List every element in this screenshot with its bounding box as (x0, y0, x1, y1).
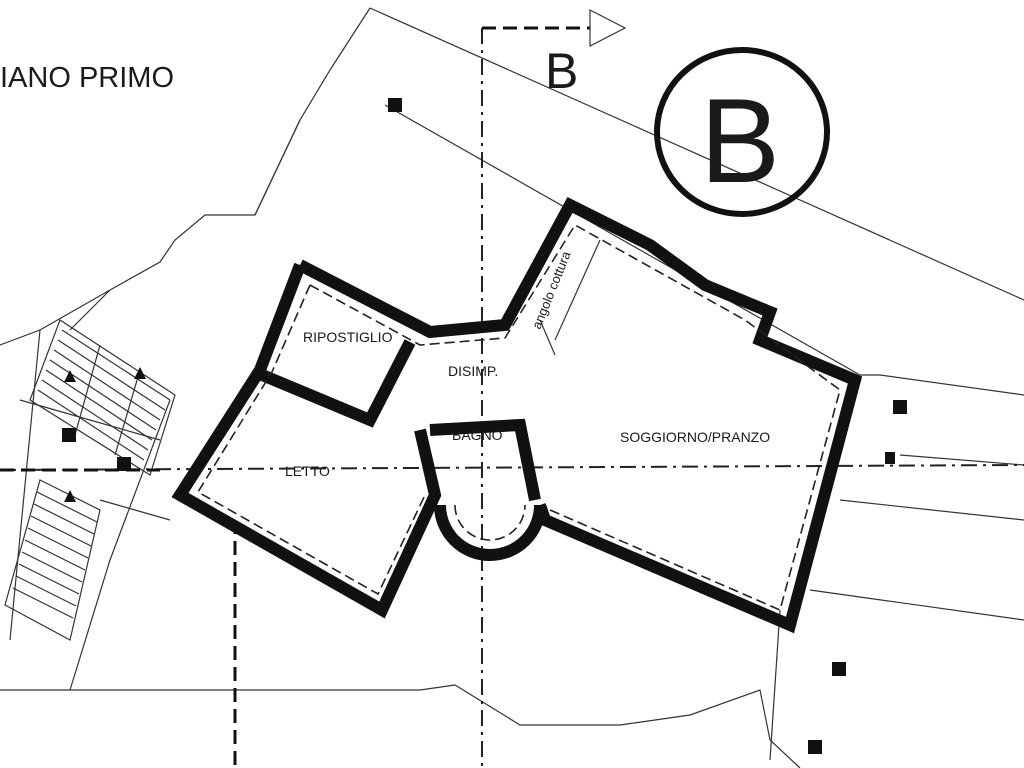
room-label-disimpegno: DISIMP. (448, 363, 498, 379)
room-label-ripostiglio: RIPOSTIGLIO (303, 329, 393, 345)
sheet-badge: B (654, 47, 830, 217)
staircase (4, 319, 176, 641)
room-label-letto: LETTO (285, 463, 330, 479)
section-axes (0, 9, 1024, 768)
section-arrow-icon (589, 9, 627, 47)
room-label-soggiorno: SOGGIORNO/PRANZO (620, 429, 770, 445)
floor-title: IANO PRIMO (0, 62, 174, 94)
stair-arrow-icon (64, 490, 76, 502)
section-marker-label: B (545, 43, 578, 99)
site-boundary (0, 7, 1024, 768)
stair-arrow-icon (134, 367, 146, 379)
room-label-bagno: BAGNO (452, 427, 503, 443)
building-walls (171, 197, 863, 634)
pillars (62, 98, 907, 754)
stair-arrow-icon (64, 370, 76, 382)
sheet-badge-letter: B (700, 74, 780, 208)
